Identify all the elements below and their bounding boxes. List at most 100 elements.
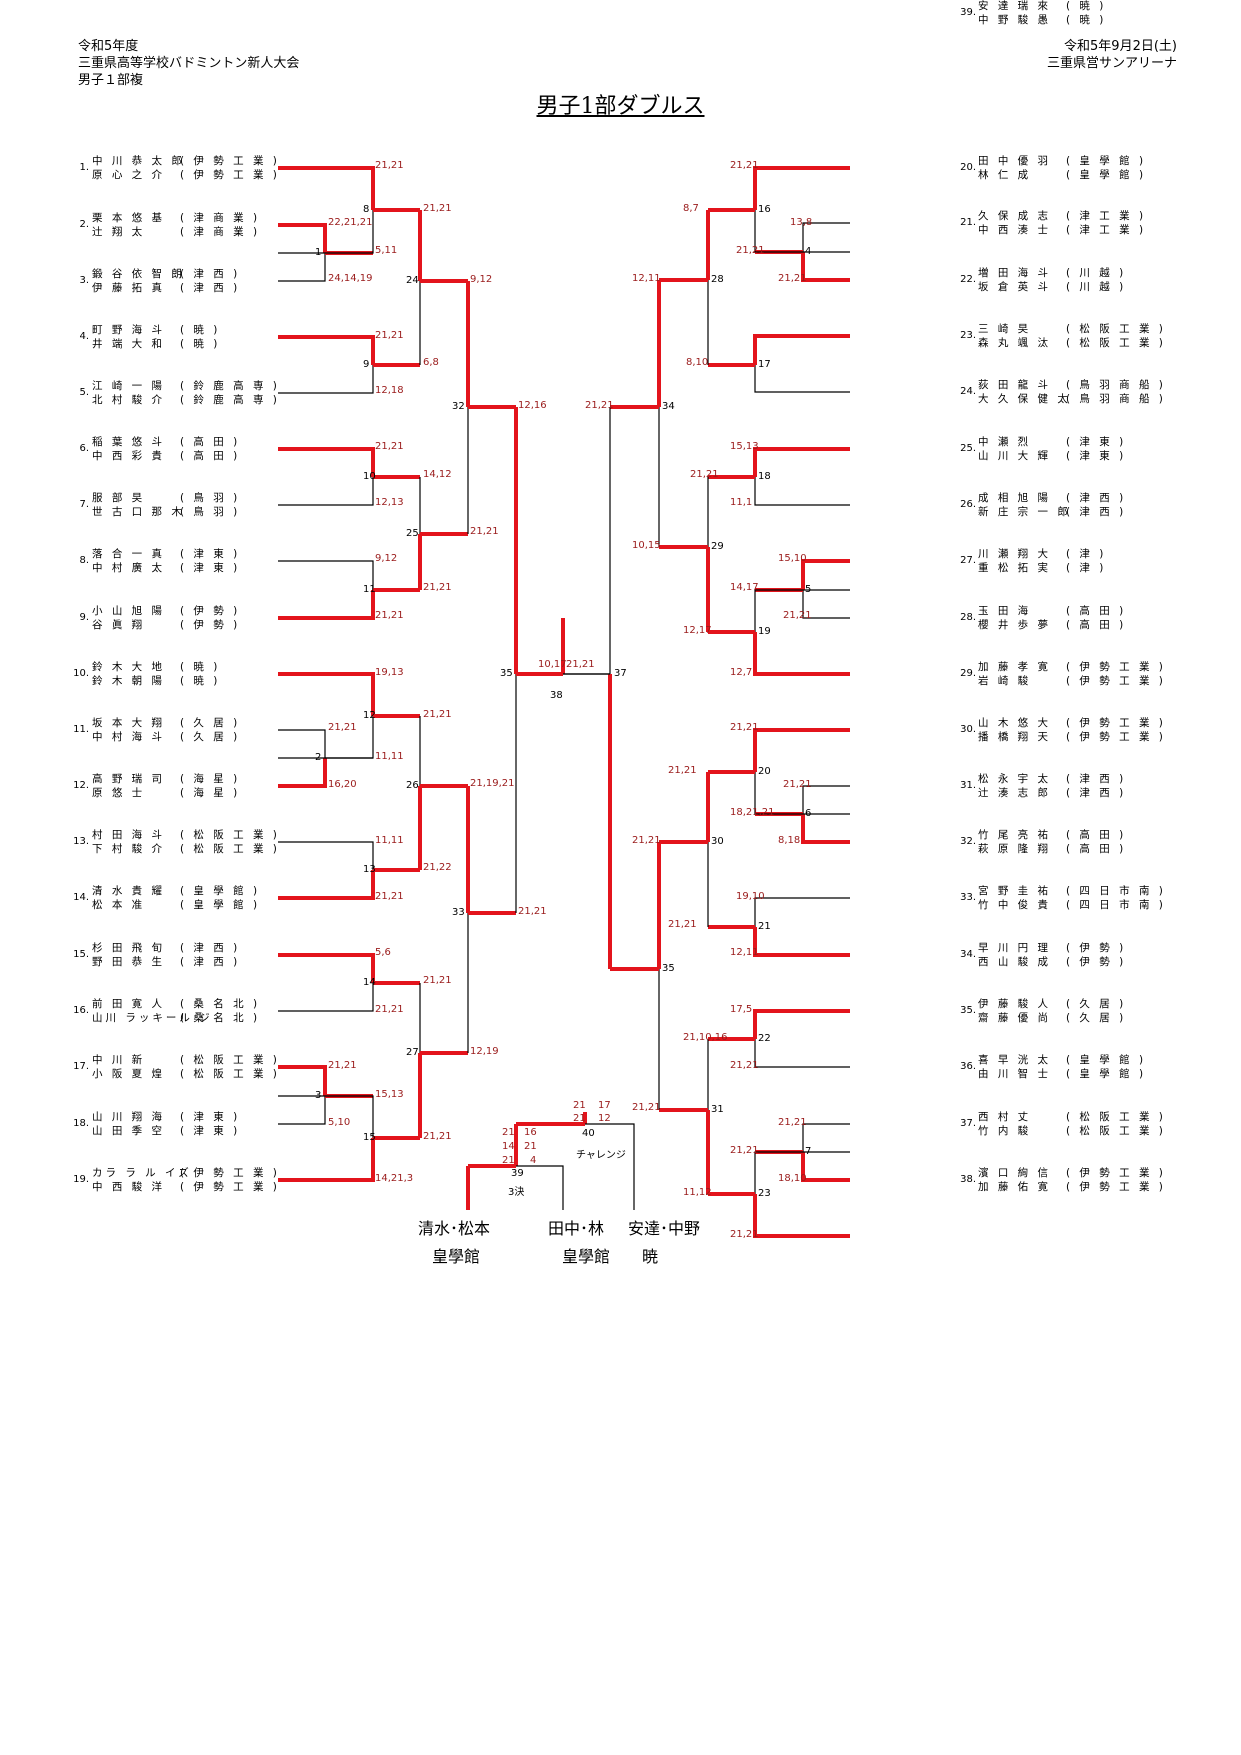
score-label: 12,17 bbox=[683, 625, 712, 636]
team-name: ( 桑 名 北 ) bbox=[180, 1011, 261, 1024]
player-row: 鈴 木 朝 陽( 暁 ) bbox=[92, 675, 290, 689]
score-label: 21,21 bbox=[730, 1060, 759, 1071]
score-label: 19,13 bbox=[375, 667, 404, 678]
score-label: 11,11 bbox=[375, 751, 404, 762]
score-label: 14,12 bbox=[423, 469, 452, 480]
header-category: 男子１部複 bbox=[78, 73, 144, 88]
seed-number: 8. bbox=[79, 555, 89, 566]
team-name: ( 伊 勢 工 業 ) bbox=[180, 1180, 280, 1193]
player-row: 由 川 智 士( 皇 學 館 ) bbox=[978, 1068, 1176, 1082]
finalist-team: 暁 bbox=[642, 1247, 659, 1266]
match-number: 20 bbox=[758, 766, 771, 777]
player-name: 坂 本 大 翔 bbox=[92, 717, 166, 729]
player-name: 成 相 旭 陽 bbox=[978, 492, 1052, 504]
winner-line bbox=[278, 758, 327, 788]
team-name: ( 川 越 ) bbox=[1066, 280, 1127, 293]
player-name: 杉 田 飛 旬 bbox=[92, 942, 166, 954]
player-name: 原 心 之 介 bbox=[92, 168, 166, 181]
seed-number: 19. bbox=[73, 1174, 89, 1185]
team-name: ( 津 西 ) bbox=[180, 955, 241, 968]
entry: 17.中 川 新( 松 阪 工 業 )小 阪 夏 煌( 松 阪 工 業 ) bbox=[73, 1054, 290, 1081]
player-name: 増 田 海 斗 bbox=[978, 267, 1052, 279]
player-name: 山 木 悠 大 bbox=[978, 717, 1052, 729]
score-label: 21,21 bbox=[730, 1229, 759, 1240]
seed-number: 21. bbox=[960, 217, 976, 228]
finalist-names: 田中･林 bbox=[548, 1219, 605, 1238]
score-label: 12,13 bbox=[375, 497, 404, 508]
team-name: ( 暁 ) bbox=[180, 661, 221, 673]
player-name: 鈴 木 朝 陽 bbox=[92, 674, 166, 687]
player-row: 山 木 悠 大( 伊 勢 工 業 ) bbox=[978, 717, 1176, 731]
entry: 30.山 木 悠 大( 伊 勢 工 業 )播 橋 翔 天( 伊 勢 工 業 ) bbox=[960, 717, 1176, 744]
team-name: ( 津 西 ) bbox=[180, 942, 241, 954]
team-name: ( 高 田 ) bbox=[1066, 842, 1127, 855]
team-name: ( 津 西 ) bbox=[180, 281, 241, 294]
score-label: 6,8 bbox=[423, 357, 439, 368]
match-number: 12 bbox=[363, 710, 376, 721]
player-row: 成 相 旭 陽 ( 津 西 ) bbox=[978, 492, 1176, 506]
team-name: ( 松 阪 工 業 ) bbox=[180, 1054, 280, 1066]
score-label: 21,21 bbox=[668, 919, 697, 930]
seed-number: 30. bbox=[960, 724, 976, 735]
entry: 36.喜 早 洸 太( 皇 學 館 )由 川 智 士( 皇 學 館 ) bbox=[960, 1054, 1176, 1082]
entry: 29.加 藤 孝 寛( 伊 勢 工 業 )岩 崎 駿( 伊 勢 工 業 ) bbox=[960, 661, 1176, 688]
winner-line bbox=[278, 223, 327, 253]
player-name: 高 野 瑞 司 bbox=[92, 773, 166, 785]
player-row: 鈴 木 大 地( 暁 ) bbox=[92, 661, 290, 675]
player-row: 中 村 廣 太( 津 東 ) bbox=[92, 562, 290, 576]
entry: 22.増 田 海 斗( 川 越 )坂 倉 英 斗( 川 越 ) bbox=[960, 267, 1176, 294]
entry: 38.濱 口 絢 信( 伊 勢 工 業 )加 藤 佑 寛( 伊 勢 工 業 ) bbox=[960, 1167, 1176, 1194]
team-name: ( 鈴 鹿 高 専 ) bbox=[180, 380, 280, 392]
score-label: 21,21 bbox=[736, 245, 765, 256]
bracket-line bbox=[278, 477, 374, 506]
player-row: 北 村 駿 介( 鈴 鹿 高 専 ) bbox=[92, 394, 290, 408]
seed-number: 15. bbox=[73, 949, 89, 960]
player-row: 山 川 大 輝( 津 東 ) bbox=[978, 450, 1176, 464]
score-label: 15,13 bbox=[375, 1089, 404, 1100]
player-name: 栗 本 悠 基 bbox=[92, 212, 166, 224]
player-name: 新 庄 宗 一 郎 bbox=[978, 505, 1071, 518]
player-row: 中 野 駿 愚( 暁 ) bbox=[978, 14, 1176, 28]
entry: 23.三 崎 旲( 松 阪 工 業 )森 丸 颯 汰( 松 阪 工 業 ) bbox=[960, 323, 1176, 350]
entry: 14.清 水 貴 耀( 皇 學 館 )松 本 准( 皇 學 館 ) bbox=[73, 885, 290, 912]
player-name: 西 山 駿 成 bbox=[978, 955, 1052, 968]
score-label: 17,5 bbox=[730, 1004, 753, 1015]
match-number: 8 bbox=[363, 204, 370, 215]
player-name: 岩 崎 駿 bbox=[978, 674, 1032, 687]
team-name: ( 松 阪 工 業 ) bbox=[1066, 1124, 1166, 1137]
player-row: 西 山 駿 成( 伊 勢 ) bbox=[978, 956, 1176, 970]
score-label: 21,21 bbox=[632, 835, 661, 846]
entry: 31.松 永 宇 太( 津 西 )辻 湊 志 郎( 津 西 ) bbox=[960, 773, 1176, 800]
player-name: 久 保 成 志 bbox=[978, 210, 1052, 222]
team-name: ( 津 ) bbox=[1066, 561, 1107, 574]
player-row: 中 西 湊 士( 津 工 業 ) bbox=[978, 224, 1176, 238]
team-name: ( 海 星 ) bbox=[180, 773, 241, 785]
third-place-label: 3決 bbox=[508, 1187, 525, 1198]
team-name: ( 鈴 鹿 高 専 ) bbox=[180, 393, 280, 406]
seed-number: 12. bbox=[73, 780, 89, 791]
challenge-label: チャレンジ bbox=[576, 1150, 626, 1161]
entry: 39.安 達 瑞 來( 暁 )中 野 駿 愚( 暁 ) bbox=[960, 0, 1176, 28]
score-label: 8,18 bbox=[778, 835, 801, 846]
team-name: ( 津 西 ) bbox=[1066, 492, 1127, 504]
entry: 35.伊 藤 駿 人( 久 居 )齋 藤 優 尚( 久 居 ) bbox=[960, 998, 1176, 1025]
player-name: 西 村 丈 bbox=[978, 1111, 1032, 1123]
player-row: 稲 葉 悠 斗( 高 田 ) bbox=[92, 436, 290, 450]
bracket-line bbox=[278, 1095, 374, 1138]
bracket-line bbox=[278, 729, 326, 758]
seed-number: 7. bbox=[79, 499, 89, 510]
player-name: 村 田 海 斗 bbox=[92, 829, 166, 841]
player-name: 荻 田 龍 斗 bbox=[978, 379, 1052, 391]
team-name: ( 久 居 ) bbox=[1066, 998, 1127, 1010]
score-label: 21,21 bbox=[328, 722, 357, 733]
seed-number: 9. bbox=[79, 612, 89, 623]
match-number: 16 bbox=[758, 204, 771, 215]
team-name: ( 皇 學 館 ) bbox=[1066, 1054, 1147, 1066]
team-name: ( 高 田 ) bbox=[180, 449, 241, 462]
match-number: 34 bbox=[662, 401, 675, 412]
player-name: 早 川 円 理 bbox=[978, 942, 1052, 954]
match-number: 15 bbox=[363, 1132, 376, 1143]
match-number: 21 bbox=[758, 921, 771, 932]
score-label: 12,16 bbox=[518, 400, 547, 411]
player-name: 中 川 新 bbox=[92, 1054, 146, 1066]
